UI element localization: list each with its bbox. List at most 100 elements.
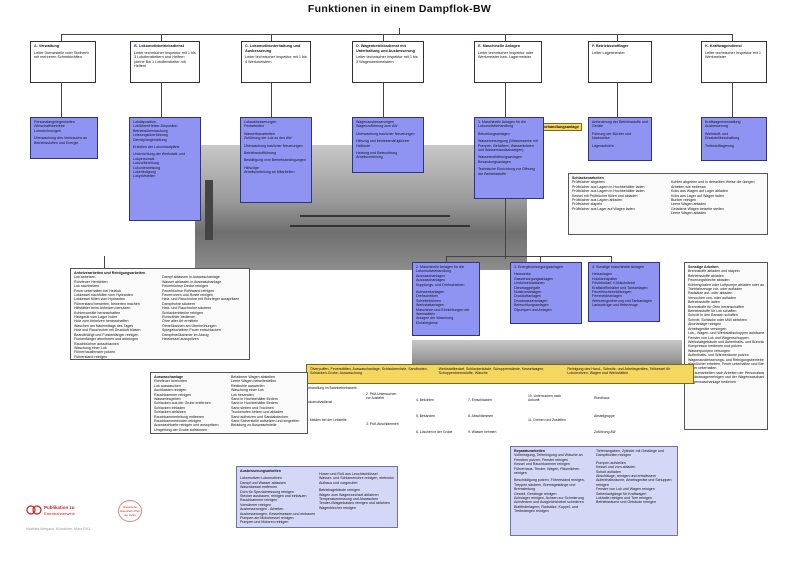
detail-item: Technische Einrichtung zur Öffnung der B… — [478, 167, 535, 175]
connector-a — [61, 34, 62, 41]
workers-anheizer: Anheizerarbeiten und Reinigungsarbeiten … — [70, 268, 250, 360]
task-text: Reinigung des Hand-, Schwitz- und Arbeit… — [567, 367, 690, 381]
grid-label: 9. Wasser nehmen — [468, 430, 508, 434]
workers-col2: Dampf ablassen in Auswaschanlage Wasser … — [162, 275, 246, 359]
box-title: 2. Maschinelle Anlagen für die Lokomotiv… — [416, 265, 464, 273]
list-item: Leere Wagen abladen — [671, 211, 764, 215]
header-letter: E. — [478, 44, 482, 48]
details-sonstige-anlagen: 4. Sonstige maschinelle Anlagen Heizanla… — [588, 262, 660, 322]
header-letter: C. — [245, 44, 249, 48]
connector-d — [383, 34, 384, 41]
connector-c — [271, 34, 272, 41]
connector-a-down — [61, 83, 62, 117]
connector-f-down — [617, 83, 618, 117]
workers-col2: Hosen und Ruß aus Leuchtschlüssel Wasser… — [319, 469, 394, 525]
workers-auswaschanlage: Auswaschanlage Rohrfeuer herrichten Lok … — [150, 372, 308, 434]
header-letter: F. — [592, 44, 595, 48]
grid-label: 7. Entschlacken — [468, 398, 508, 402]
detail-item: Hilfszug und betriebsmäßigkürzer Heilbud… — [356, 139, 410, 147]
detail-item: Wasserversorgung (Wasserwerke mit Pumpen… — [478, 139, 538, 152]
connector-e — [505, 34, 506, 41]
header-name: Betriebsstofflager — [596, 44, 629, 48]
grid-label: 3. Prüf-Abschlämmen — [366, 422, 400, 426]
list-item: Lastaufzüge und Hebezeuge — [592, 303, 656, 307]
list-item: Maschinen und Einrichtungen der Werkstät… — [416, 308, 470, 316]
task-text: Ölverpuffen, Feuerstätten, Auswaschanlag… — [310, 367, 433, 381]
header-desc: Leiter Dienststelle oder Stellvertr. mit… — [34, 51, 90, 60]
header-wagenbetriebsdienst: D. Wagenbetriebsdienst mit Unterhaltung … — [352, 41, 424, 83]
list-item: Prüfbücher aus Lager auf Wagen laden — [572, 207, 665, 211]
list-item: Wagenwaschanlage bedienen — [688, 380, 764, 384]
connector-e-lower — [505, 199, 506, 259]
photo-rail-shape — [290, 225, 470, 227]
list-item: Gepäckwagenreinigen und der Wagenwaschan… — [688, 375, 764, 379]
connector-e-branch — [446, 256, 611, 257]
detail-item: Werkstoff- und Ersatzteilbeschaffung — [705, 132, 739, 140]
details-betriebsstofflager: Anforderung der Betriebsstoffe und Gerät… — [588, 117, 652, 161]
details-maschinelle-anlagen-2: 2. Maschinelle Anlagen für die Lokomotiv… — [412, 262, 480, 336]
header-betriebsstofflager: F. Betriebsstofflager Leiter Lagermeiste… — [588, 41, 652, 83]
grid-label: Zuführung AW — [594, 430, 644, 434]
detail-item: Anforderung der Betriebsstoffe und Gerät… — [592, 120, 648, 128]
list-item: Ölpumpen und Anlagen — [514, 308, 578, 312]
list-item: Beschädigung putzen, Führerstand reinige… — [514, 478, 592, 491]
header-lokomotivbetriebsdienst: B. Lokomotivbetriebsdienst Leiter techni… — [130, 41, 200, 83]
detail-item: Überwachung baulicher Neuerungen — [356, 132, 415, 136]
connector-k — [732, 34, 733, 41]
header-desc: Leiter technischer Inspektor mit 1 Werkm… — [705, 51, 761, 60]
header-name: Kraftwagendienst — [710, 44, 742, 48]
list-item: Aufenthaltsräume, Arbeitsgeräte und Schu… — [596, 478, 674, 487]
connector-c-down — [271, 83, 272, 117]
details-lokomotivbetriebsdienst: Lokdisposition Lokführer/Heizer-Disposit… — [129, 117, 201, 221]
header-letter: B. — [134, 44, 138, 48]
header-verwaltung: A. Verwaltung Leiter Dienststelle oder S… — [30, 41, 96, 83]
connector-b-down — [161, 83, 162, 117]
workers-columns: Prüfbücher abgeben Prüfbücher aus Lagern… — [572, 180, 764, 215]
details-energieversorgung: 3. Energieversorgungsanlagen Heizwerke G… — [510, 262, 582, 324]
connector-workers-left — [104, 256, 105, 268]
grid-label: 11. Drehen und Zustellen — [528, 418, 570, 422]
detail-item: Unterrichtung der Werkstatt- und Lokpers… — [133, 152, 185, 160]
connector-f — [617, 34, 618, 41]
yellow-task-strip: Ölverpuffen, Feuerstätten, Auswaschanlag… — [306, 364, 694, 384]
workers-col1: Ausbesserungsarbeiten Lokomotiven Lokomo… — [240, 469, 315, 525]
detail-item: Führung der Bücher und Nachweise — [592, 132, 631, 140]
grid-label: Lokomotivsdienst — [306, 400, 358, 404]
grid-label: 1. Melden bei der Leitstelle — [306, 418, 358, 422]
list-item: Vollreinigung, Teilreinigung und Wäsche … — [514, 453, 592, 462]
header-letter: K. — [705, 44, 709, 48]
author-credit: Matthias Weigand, Mündchen, März 2011 — [26, 527, 90, 531]
connector-k-down — [732, 83, 733, 117]
details-kraftwagendienst: Kraftwagenverwaltung Ausbesserung Werkst… — [701, 117, 767, 161]
header-letter: A. — [34, 44, 38, 48]
detail-item: Treibstofflagerung — [705, 144, 763, 148]
grid-label: 8. Abschlämmen — [468, 414, 508, 418]
header-name: Maschinelle Anlagen — [483, 44, 520, 48]
header-lokomotivunterhaltung: C. Lokomotivunterhaltung und Ausbesserun… — [241, 41, 311, 83]
grid-label: Abstellgruppe — [594, 414, 644, 418]
list-item: Beladung zu Auswaschstelle — [231, 423, 304, 427]
workers-col1: Prüfbücher abgeben Prüfbücher aus Lagern… — [572, 180, 665, 215]
details-verwaltung: Personalangelegenheiten Wirtschaftsbetri… — [30, 117, 98, 159]
workers-col1: Reparaturarbeiten Vollreinigung, Teilrei… — [514, 449, 592, 514]
list-item: Wagenblecher reinigen — [319, 506, 394, 510]
heritage-seal-icon: Historische Eisenbahn Pfeil der Jahre — [118, 500, 142, 522]
header-name: Lokomotivbetriebsdienst — [139, 44, 184, 48]
header-desc: Leiter technischer Inspektor mit 1 bis 3… — [356, 55, 418, 64]
grid-label: Behandlung im Bahnbetriebswerk — [306, 386, 358, 390]
workers-ausbesserung: Ausbesserungsarbeiten Lokomotiven Lokomo… — [236, 466, 398, 528]
workers-col1: Lok anheizen Rohrfeuer Herrichten Lok na… — [74, 275, 158, 359]
workers-col1: Auswaschanlage Rohrfeuer herrichten Lok … — [154, 375, 227, 432]
list-item: Betriebsräume und Gebäude reinigen — [596, 500, 674, 504]
detail-item: 1. Maschinelle Anlagen für die Lokomotiv… — [478, 120, 526, 128]
grid-label: 10. Untersuchen nach Ankunft — [528, 394, 570, 402]
list-item: Führerhaus, Tender, Wagen, Räumlichen re… — [514, 467, 592, 476]
task-text: Werkstattbedarf, Schlackenkäste, Schuppe… — [439, 367, 562, 381]
grid-label: 4. Bekohlen — [416, 398, 450, 402]
grid-label: 6. Löschen in der Grube — [416, 430, 456, 434]
workers-columns: Lok anheizen Rohrfeuer Herrichten Lok na… — [74, 275, 246, 359]
connector-title — [399, 28, 400, 34]
workers-schlackenarbeiten: Schlackenarbeiten Prüfbücher abgeben Prü… — [568, 173, 768, 235]
photo-rail-shape — [300, 215, 450, 217]
detail-item: Heizung und Beleuchtung Arbeitsverteilun… — [356, 151, 397, 159]
